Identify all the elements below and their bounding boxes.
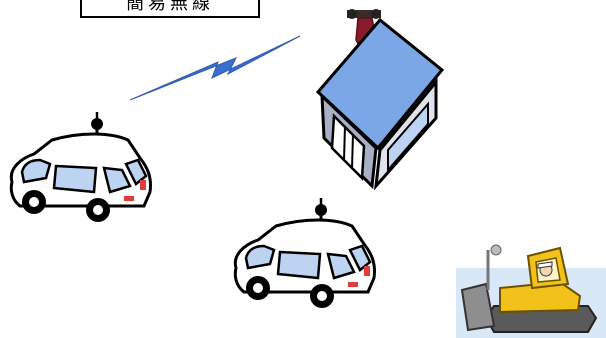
car-icon-left [9, 110, 153, 224]
title-label: 簡易無線 [80, 0, 260, 18]
car-icon-center [233, 196, 377, 310]
bulldozer-icon [456, 244, 606, 338]
title-label-text: 簡易無線 [126, 0, 214, 14]
lightning-bolt-icon [129, 35, 301, 101]
radio-station-house-icon [315, 9, 445, 191]
